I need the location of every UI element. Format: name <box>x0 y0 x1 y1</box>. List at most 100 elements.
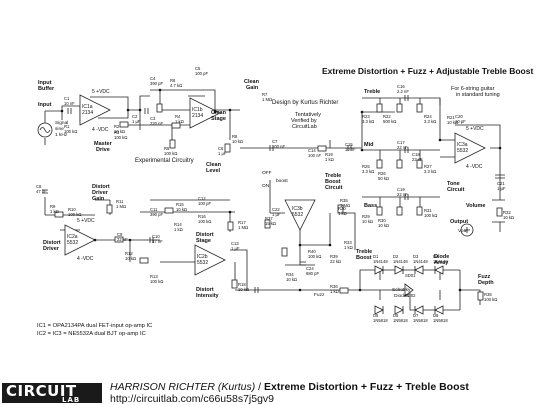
component-val-r20: 1 kΩ <box>338 211 347 216</box>
passive-symbols <box>42 95 505 301</box>
component-ref-r6: R6 <box>170 78 176 83</box>
component-ref-r35: R35 <box>340 198 348 203</box>
component-ref-r20: R20 <box>338 206 346 211</box>
component-ref-c20: C20 <box>455 114 463 119</box>
label-output: Output <box>450 219 468 225</box>
label-vout: Vout <box>458 228 468 234</box>
component-val-r19: 1 kΩ <box>325 157 334 162</box>
diode-ref-d4: D4 <box>433 254 439 259</box>
diode-part-d1: 1N4148 <box>373 259 388 264</box>
label-treble-boost-2: Boost <box>356 255 372 261</box>
logo-sub: LAB <box>62 396 81 404</box>
component-ref-r10: R10 <box>68 207 76 212</box>
circuitlab-logo[interactable]: CIRCUIT LAB <box>2 382 102 404</box>
component-ref-r29: R29 <box>362 214 370 219</box>
footer-title[interactable]: Extreme Distortion + Fuzz + Treble Boost <box>264 381 469 393</box>
experimental-label: Experimental Circuitry <box>135 158 194 164</box>
component-ref-r39: R39 <box>330 254 338 259</box>
component-ref-r11: R11 <box>116 199 124 204</box>
component-val-r6: 4.7 kΩ <box>170 83 182 88</box>
label-input-buffer-2: Buffer <box>38 86 55 92</box>
label-schottky-1: Schottky <box>392 287 411 293</box>
label-clean-gain-1: Clean <box>244 79 260 85</box>
opamp-ic1b: IC1b 2134 <box>189 97 221 129</box>
component-ref-r25: R25 <box>362 164 370 169</box>
label-volume: Volume <box>466 203 485 209</box>
component-ref-r23: R23 <box>362 114 370 119</box>
component-val-r15: 10 kΩ <box>176 207 187 212</box>
label-input: Input <box>38 102 52 108</box>
diode-ref-d6: D6 <box>393 313 399 318</box>
label-treble-boost-1: Treble <box>356 249 372 255</box>
component-ref-r3: R3 <box>114 130 120 135</box>
junction-dots <box>60 88 502 292</box>
diode-part-d6: 1N5818 <box>393 318 408 323</box>
component-ref-c19: C19 <box>397 187 405 192</box>
component-val-r1: 100 kΩ <box>64 129 77 134</box>
component-ref-r21: R21 <box>447 115 455 120</box>
diode-part-d3: 1N4148 <box>413 259 428 264</box>
label-treble: Treble <box>364 89 380 95</box>
component-ref-r40: R40 <box>308 249 316 254</box>
logo-word: CIRCUIT <box>6 382 77 400</box>
component-val-r18: 10 kΩ <box>238 287 249 292</box>
opamp-ic2a: IC2a 5532 <box>64 224 96 256</box>
component-val-r14: 1 kΩ <box>174 227 183 232</box>
label-distort-driver-1: Distort <box>43 240 61 246</box>
component-val-c11: 390 pF <box>150 212 163 217</box>
component-val-r39: 22 kΩ <box>330 259 341 264</box>
opamp-ic1a: IC1a 2134 <box>79 94 111 126</box>
component-val-c14: 100 nF <box>308 153 321 158</box>
component-ref-r14: R14 <box>174 222 182 227</box>
component-val-c20: 10 pF <box>455 119 466 124</box>
component-ref-r12: R12 <box>125 251 133 256</box>
component-val-r16: 100 kΩ <box>198 219 211 224</box>
component-ref-c8: C8 <box>36 184 42 189</box>
footer-author[interactable]: HARRISON RICHTER (Kurtus) <box>110 381 256 393</box>
footer-url[interactable]: http://circuitlab.com/c66u58s7j5gv9 <box>110 393 275 405</box>
footer-bar: CIRCUIT LAB HARRISON RICHTER (Kurtus) / … <box>0 381 540 405</box>
component-ref-r1: R1 <box>64 124 70 129</box>
diode-ref-d7: D7 <box>413 313 419 318</box>
component-val-r31: 100 kΩ <box>424 213 437 218</box>
component-val-r33: 1 kΩ <box>344 245 353 250</box>
component-val-c22: 1 µF <box>272 212 281 217</box>
label-tone-circuit-1: Tone <box>447 181 460 187</box>
label-distort-driver-gain-1: Distort <box>92 184 110 190</box>
component-val-r32: 10 kΩ <box>503 215 514 220</box>
component-val-c4: 390 pF <box>150 81 163 86</box>
component-ref-c6: C6 <box>218 146 224 151</box>
diode-ref-sd02: SD02 <box>405 293 416 298</box>
component-val-c13: 1 µF <box>231 246 240 251</box>
component-ref-r4: R4 <box>175 114 181 119</box>
label-distort-driver-gain-2: Driver <box>92 190 109 196</box>
label-distort-stage-1: Distort <box>196 232 214 238</box>
component-ref-c1: C1 <box>64 96 70 101</box>
component-ref-r13: R13 <box>150 274 158 279</box>
component-val-r29: 10 kΩ <box>362 219 373 224</box>
component-ref-c22: C22 <box>272 207 280 212</box>
component-val-r27: 3.3 kΩ <box>424 169 436 174</box>
label-treble-boost-circuit-2: Boost <box>325 179 341 185</box>
component-ref-c10: C10 <box>152 234 160 239</box>
label-distort-stage-2: Stage <box>196 238 211 244</box>
diode-ref-d3: D3 <box>413 254 419 259</box>
component-val-r37: 15 kΩ <box>265 221 276 226</box>
svg-text:IC1a: IC1a <box>82 104 93 110</box>
diode-part-d2: 1N4148 <box>393 259 408 264</box>
component-ref-r32: R32 <box>503 210 511 215</box>
component-ref-c21: C21 <box>497 181 505 186</box>
label-distort-driver-gain-3: Gain <box>92 196 105 202</box>
component-val-c8: 47 nF <box>36 189 47 194</box>
component-ref-r34: R34 <box>286 272 294 277</box>
svg-text:2134: 2134 <box>192 113 203 119</box>
signal-source <box>37 122 53 138</box>
verified-note-line3: CircuitLab <box>292 124 317 130</box>
component-val-r17: 1 MΩ <box>238 225 248 230</box>
label-diode-array-2: Array <box>434 260 449 266</box>
component-val-r30: 10 kΩ <box>378 223 389 228</box>
component-ref-r33: R33 <box>344 240 352 245</box>
svg-text:5532: 5532 <box>67 240 78 246</box>
diode-ref-d8: D8 <box>433 313 439 318</box>
component-val-r36: 1 kΩ <box>330 289 339 294</box>
